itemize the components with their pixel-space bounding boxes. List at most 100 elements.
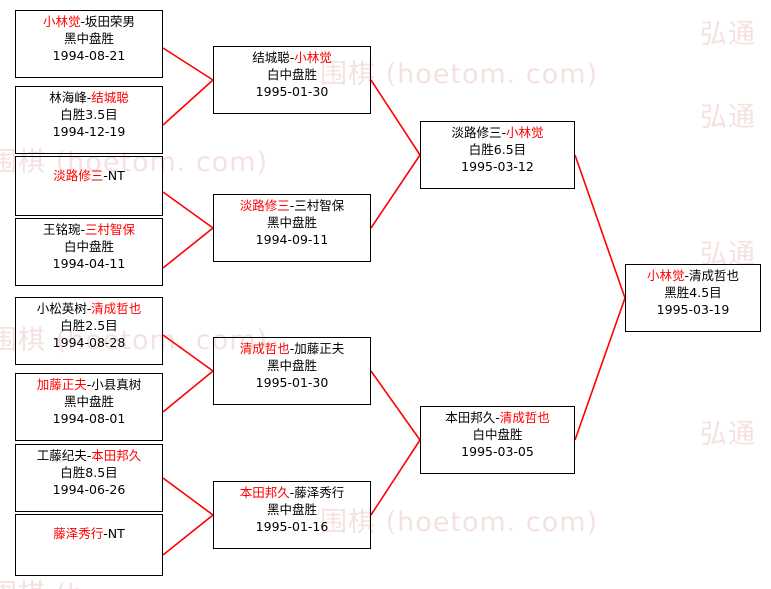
player-name-loser: NT: [107, 168, 125, 183]
match-box-r1m7[interactable]: 工藤纪夫-本田邦久 白胜8.5目 1994-06-26: [15, 444, 163, 512]
match-box-r1m6[interactable]: 加藤正夫-小县真树 黑中盘胜 1994-08-01: [15, 373, 163, 441]
match-players: 王铭琬-三村智保: [16, 221, 162, 238]
watermark-text: 弘通: [700, 419, 756, 450]
player-name-winner: 清成哲也: [499, 410, 550, 425]
player-name-loser: 三村智保: [294, 198, 345, 213]
match-box-r1m2[interactable]: 林海峰-结城聪 白胜3.5目 1994-12-19: [15, 86, 163, 154]
match-players: 工藤纪夫-本田邦久: [16, 447, 162, 464]
match-box-r1m4[interactable]: 王铭琬-三村智保 白中盘胜 1994-04-11: [15, 218, 163, 286]
match-result: 白胜3.5目: [60, 107, 118, 122]
player-name-winner: 小林觉: [506, 125, 544, 140]
match-box-final[interactable]: 小林觉-清成哲也 黑胜4.5目 1995-03-19: [625, 264, 761, 332]
watermark-text: 弘通: [700, 102, 756, 133]
match-box-r3m1[interactable]: 淡路修三-小林觉 白胜6.5目 1995-03-12: [420, 121, 575, 189]
match-box-r1m5[interactable]: 小松英树-清成哲也 白胜2.5目 1994-08-28: [15, 297, 163, 365]
separator: -: [80, 222, 85, 237]
player-name-winner: 淡路修三: [53, 168, 104, 183]
player-name-winner: 加藤正夫: [36, 377, 87, 392]
match-result: 黑中盘胜: [266, 502, 317, 517]
separator: -: [501, 125, 506, 140]
separator: -: [495, 410, 500, 425]
match-players: 淡路修三-小林觉: [421, 124, 574, 141]
separator: -: [684, 268, 689, 283]
watermark-text: 围棋 (h: [0, 572, 85, 589]
match-players: 加藤正夫-小县真树: [16, 376, 162, 393]
match-date: 1994-09-11: [255, 232, 329, 247]
match-box-r2m2[interactable]: 淡路修三-三村智保 黑中盘胜 1994-09-11: [213, 194, 371, 262]
player-name-loser: 清成哲也: [689, 268, 740, 283]
separator: -: [289, 50, 295, 65]
match-players: 林海峰-结城聪: [16, 89, 162, 106]
match-result: 黑中盘胜: [266, 358, 317, 373]
match-date: 1994-12-19: [52, 124, 126, 139]
player-name-winner: 结城聪: [91, 90, 129, 105]
player-name-loser: 王铭琬: [42, 222, 81, 237]
player-name-winner: 本田邦久: [239, 485, 290, 500]
match-date: 1995-03-12: [461, 159, 534, 174]
match-result: 白中盘胜: [472, 427, 523, 442]
player-name-winner: 三村智保: [85, 222, 136, 237]
match-players: 结城聪-小林觉: [214, 49, 370, 66]
match-date: 1994-08-28: [52, 335, 126, 350]
player-name-loser: 小松英树: [36, 301, 87, 316]
match-players: 藤泽秀行-NT: [16, 525, 162, 542]
match-date: 1994-06-26: [52, 482, 126, 497]
player-name-winner: 清成哲也: [239, 341, 290, 356]
player-name-winner: 淡路修三: [239, 198, 290, 213]
player-name-loser: 淡路修三: [451, 125, 502, 140]
match-players: 小林觉-清成哲也: [626, 267, 760, 284]
match-date: 1994-08-21: [52, 48, 126, 63]
separator: -: [289, 341, 295, 356]
player-name-loser: 加藤正夫: [294, 341, 345, 356]
separator: -: [103, 168, 108, 183]
separator: -: [103, 526, 108, 541]
separator: -: [86, 448, 92, 463]
watermark-text: 弘通: [700, 19, 756, 50]
player-name-loser: 坂田荣男: [85, 14, 136, 29]
match-date: 1994-08-01: [52, 411, 126, 426]
match-players: 本田邦久-藤泽秀行: [214, 484, 370, 501]
match-box-r2m1[interactable]: 结城聪-小林觉 白中盘胜 1995-01-30: [213, 46, 371, 114]
match-result: 白胜8.5目: [60, 465, 118, 480]
match-result: 黑胜4.5目: [664, 285, 722, 300]
watermark-text: 围棋 (hoetom. com): [0, 147, 269, 178]
match-players: 本田邦久-清成哲也: [421, 409, 574, 426]
match-result: 白中盘胜: [266, 67, 317, 82]
match-date: 1995-01-30: [255, 375, 329, 390]
separator: -: [80, 14, 85, 29]
player-name-loser: 工藤纪夫: [36, 448, 87, 463]
match-result: 白胜6.5目: [468, 142, 527, 157]
match-result: 白胜2.5目: [60, 318, 118, 333]
match-box-r1m8[interactable]: 藤泽秀行-NT: [15, 514, 163, 576]
separator: -: [86, 301, 92, 316]
watermark-text: 围棋 (hoetom. com): [320, 59, 599, 90]
match-box-r2m3[interactable]: 清成哲也-加藤正夫 黑中盘胜 1995-01-30: [213, 337, 371, 405]
player-name-winner: 小林觉: [294, 50, 332, 65]
match-box-r3m2[interactable]: 本田邦久-清成哲也 白中盘胜 1995-03-05: [420, 406, 575, 474]
match-players: 淡路修三-三村智保: [214, 197, 370, 214]
player-name-winner: 小林觉: [42, 14, 81, 29]
match-box-r1m1[interactable]: 小林觉-坂田荣男 黑中盘胜 1994-08-21: [15, 10, 163, 78]
player-name-loser: 小县真树: [91, 377, 142, 392]
match-players: 淡路修三-NT: [16, 167, 162, 184]
match-box-r1m3[interactable]: 淡路修三-NT: [15, 156, 163, 216]
match-result: 黑中盘胜: [63, 394, 114, 409]
player-name-loser: 本田邦久: [445, 410, 496, 425]
separator: -: [86, 90, 92, 105]
match-result: 黑中盘胜: [63, 31, 114, 46]
match-date: 1995-03-19: [656, 302, 730, 317]
match-players: 小林觉-坂田荣男: [16, 13, 162, 30]
match-players: 清成哲也-加藤正夫: [214, 340, 370, 357]
player-name-winner: 本田邦久: [91, 448, 142, 463]
player-name-winner: 清成哲也: [91, 301, 142, 316]
match-players: 小松英树-清成哲也: [16, 300, 162, 317]
separator: -: [289, 198, 295, 213]
match-date: 1994-04-11: [52, 256, 126, 271]
match-box-r2m4[interactable]: 本田邦久-藤泽秀行 黑中盘胜 1995-01-16: [213, 481, 371, 549]
match-date: 1995-01-16: [255, 519, 329, 534]
match-result: 黑中盘胜: [266, 215, 317, 230]
player-name-loser: NT: [107, 526, 125, 541]
player-name-winner: 藤泽秀行: [53, 526, 104, 541]
